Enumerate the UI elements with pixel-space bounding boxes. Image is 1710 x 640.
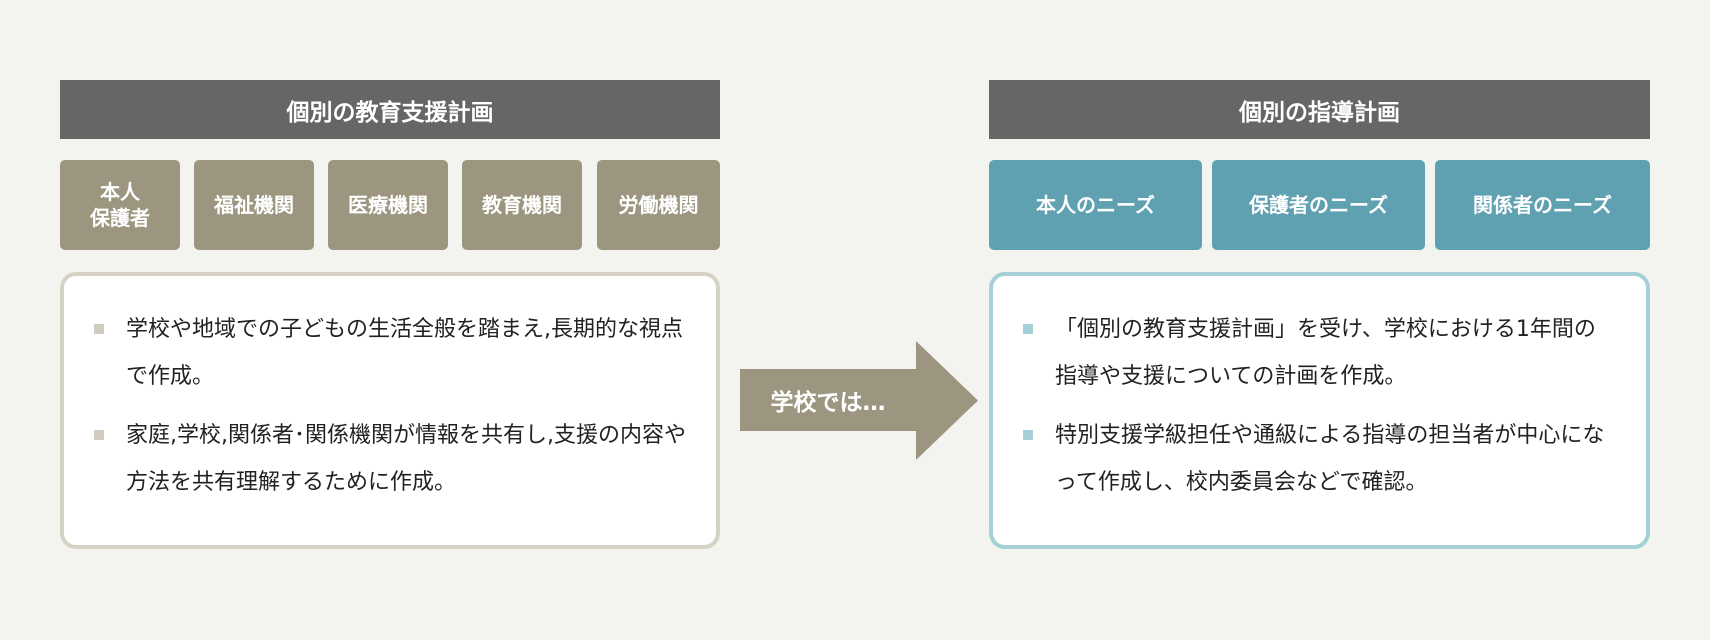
list-item: 学校や地域での子どもの生活全般を踏まえ,長期的な視点で作成。 — [94, 306, 686, 400]
item-text: 「個別の教育支援計画」を受け、学校における1年間の指導や支援についての計画を作成… — [1055, 317, 1596, 389]
bullet-icon — [1023, 430, 1033, 440]
arrow-label: 学校では… — [770, 390, 886, 416]
stakeholder-box: 労働機関 — [597, 160, 720, 250]
list-item: 「個別の教育支援計画」を受け、学校における1年間の指導や支援についての計画を作成… — [1023, 306, 1616, 400]
stakeholder-box: 医療機関 — [328, 160, 448, 250]
needs-box: 本人のニーズ — [989, 160, 1202, 250]
bullet-icon — [94, 430, 104, 440]
bullet-icon — [94, 324, 104, 334]
right-panel: 「個別の教育支援計画」を受け、学校における1年間の指導や支援についての計画を作成… — [989, 272, 1650, 549]
left-panel: 学校や地域での子どもの生活全般を踏まえ,長期的な視点で作成。 家庭,学校,関係者… — [60, 272, 720, 549]
left-header: 個別の教育支援計画 — [60, 80, 720, 139]
right-header: 個別の指導計画 — [989, 80, 1650, 139]
list-item: 家庭,学校,関係者･関係機関が情報を共有し,支援の内容や方法を共有理解するために… — [94, 412, 686, 506]
item-text: 家庭,学校,関係者･関係機関が情報を共有し,支援の内容や方法を共有理解するために… — [126, 423, 686, 495]
bullet-icon — [1023, 324, 1033, 334]
needs-box: 関係者のニーズ — [1435, 160, 1650, 250]
stakeholder-box: 教育機関 — [462, 160, 582, 250]
stakeholder-box: 福祉機関 — [194, 160, 314, 250]
stakeholder-box: 本人 保護者 — [60, 160, 180, 250]
item-text: 学校や地域での子どもの生活全般を踏まえ,長期的な視点で作成。 — [126, 317, 683, 389]
needs-box: 保護者のニーズ — [1212, 160, 1425, 250]
list-item: 特別支援学級担任や通級による指導の担当者が中心になって作成し、校内委員会などで確… — [1023, 412, 1616, 506]
item-text: 特別支援学級担任や通級による指導の担当者が中心になって作成し、校内委員会などで確… — [1055, 423, 1605, 495]
arrow-right-icon — [740, 341, 978, 460]
